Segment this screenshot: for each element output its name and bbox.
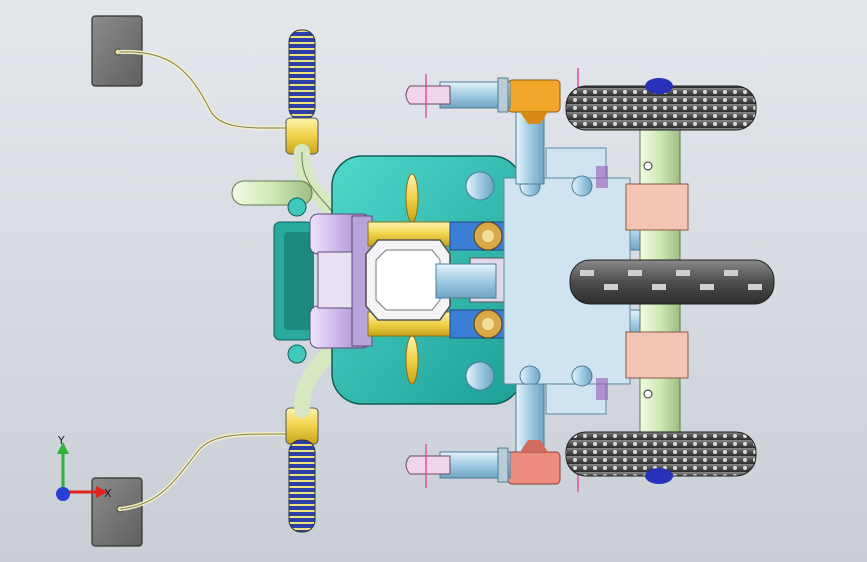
- wheel-center[interactable]: [569, 259, 775, 305]
- cable-bottom: [119, 431, 293, 511]
- tee-orange[interactable]: [507, 79, 561, 124]
- coordinate-triad: Y X: [56, 434, 112, 501]
- nozzle-top[interactable]: [405, 74, 511, 118]
- x-axis-arrow: [96, 486, 108, 498]
- x-axis-label: X: [104, 487, 112, 500]
- motor-stack[interactable]: [309, 213, 373, 349]
- y-axis-arrow: [57, 442, 69, 454]
- wheel-top[interactable]: [565, 78, 757, 131]
- tank-lid[interactable]: [365, 239, 451, 321]
- y-axis-label: Y: [57, 434, 65, 447]
- wheel-bottom[interactable]: [565, 431, 757, 484]
- valve-block[interactable]: [465, 147, 631, 415]
- spray-bar-bottom[interactable]: [285, 407, 319, 533]
- tee-salmon[interactable]: [507, 440, 561, 485]
- nozzle-bottom[interactable]: [405, 444, 511, 488]
- z-axis-dot: [56, 487, 70, 501]
- pump-housing[interactable]: [273, 221, 314, 341]
- spray-bar-top[interactable]: [285, 29, 319, 155]
- cable-top: [119, 49, 293, 131]
